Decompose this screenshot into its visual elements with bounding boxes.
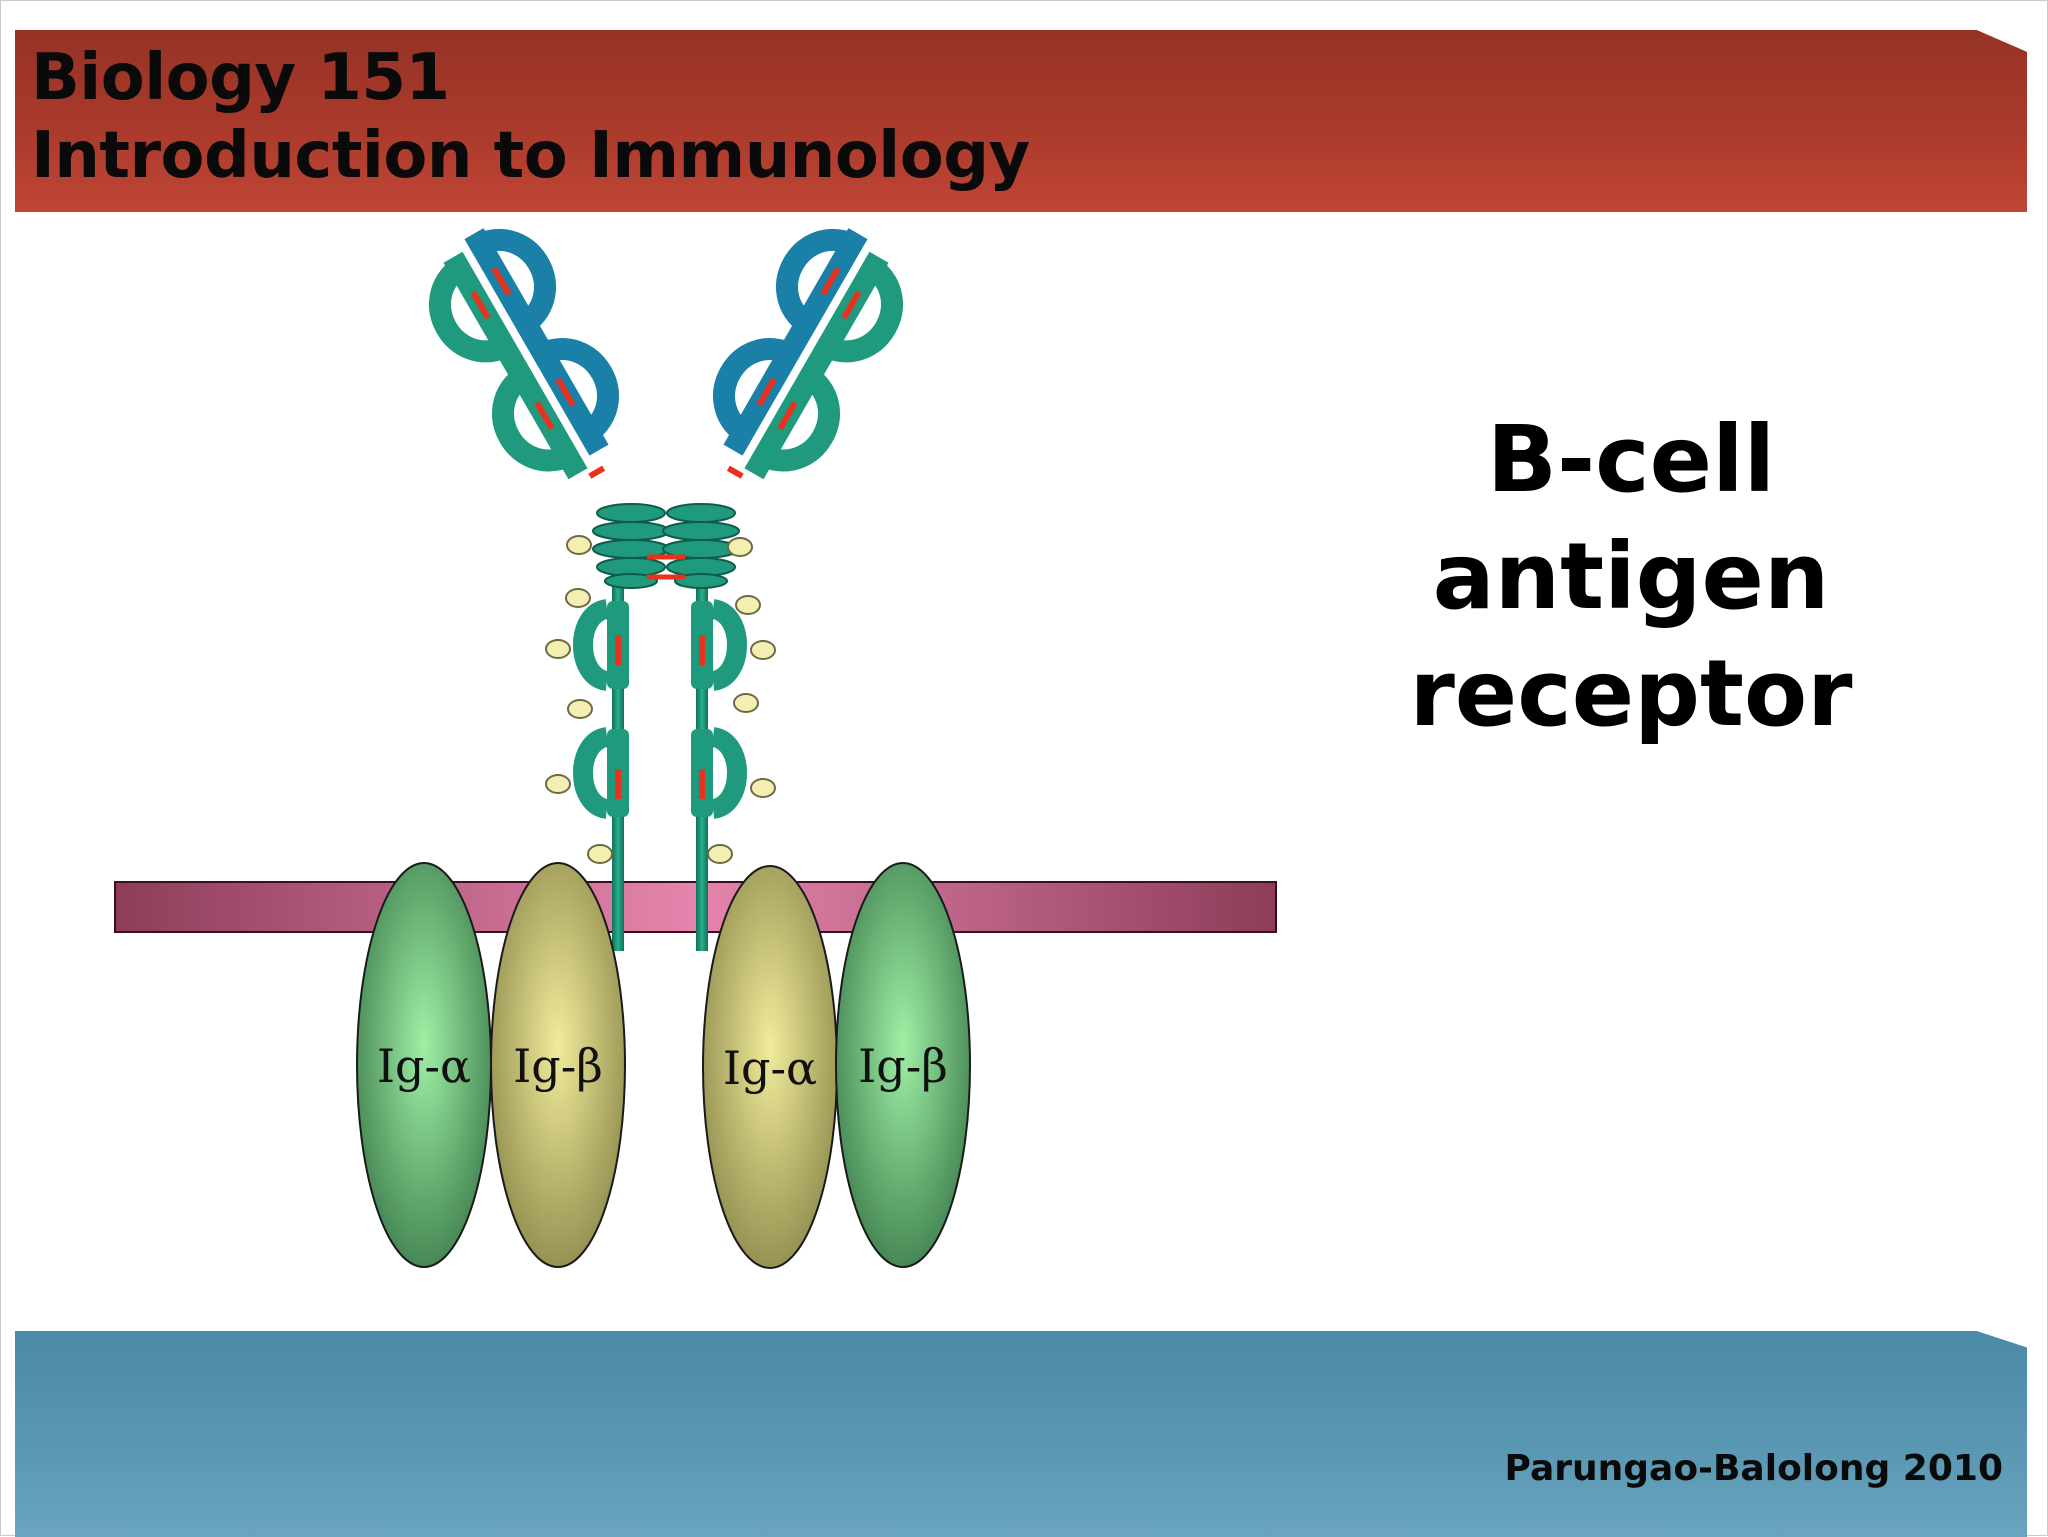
course-name: Introduction to Immunology xyxy=(31,119,1030,193)
course-code: Biology 151 xyxy=(31,41,450,115)
slide-title: B-cell antigen receptor xyxy=(1341,401,1921,752)
title-line-3: receptor xyxy=(1409,640,1853,747)
fc-domains-right xyxy=(710,599,747,819)
ig-alpha-label-right: Ig-α xyxy=(723,1041,817,1095)
ig-component-1: Ig-α xyxy=(356,862,492,1268)
ig-component-3: Ig-α xyxy=(702,865,838,1269)
ig-component-2: Ig-β xyxy=(490,862,626,1268)
header-band xyxy=(15,30,2027,212)
fab-arm-right xyxy=(713,228,903,480)
hinge-left xyxy=(592,503,670,589)
ig-beta-label-left: Ig-β xyxy=(513,1039,603,1093)
glycans xyxy=(545,535,776,864)
title-line-1: B-cell xyxy=(1486,406,1776,513)
ig-alpha-label-left: Ig-α xyxy=(377,1039,471,1093)
fab-arm-left xyxy=(429,228,619,480)
ig-component-4: Ig-β xyxy=(835,862,971,1268)
title-line-2: antigen xyxy=(1432,523,1830,630)
footer-band xyxy=(15,1331,2027,1537)
footer-credit: Parungao-Balolong 2010 xyxy=(1504,1448,2003,1489)
fc-disulfides xyxy=(615,635,705,799)
hinge-right xyxy=(662,503,740,589)
bcr-diagram: Ig-α Ig-β Ig-α Ig-β xyxy=(114,228,1277,1269)
ig-beta-label-right: Ig-β xyxy=(858,1039,948,1093)
fc-domains-left xyxy=(573,599,610,819)
hinge-disulfide xyxy=(647,554,685,580)
cell-membrane xyxy=(114,881,1277,933)
course-header: Biology 151 Introduction to Immunology xyxy=(31,39,1030,195)
